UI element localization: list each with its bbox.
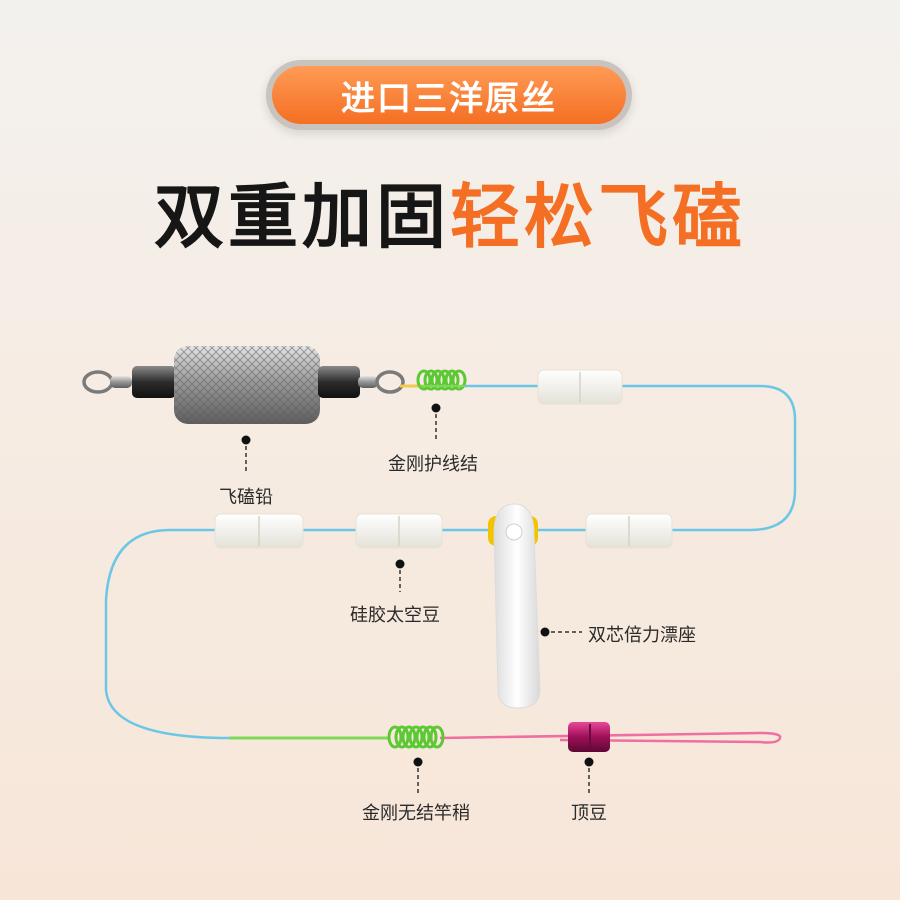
headline: 双重加固轻松飞磕 (0, 172, 900, 262)
bead-middle-1 (214, 513, 304, 549)
label-float-seat: 双芯倍力漂座 (588, 625, 696, 646)
callout-sinker (241, 435, 251, 474)
knot-guard-top (416, 369, 467, 391)
label-sinker: 飞磕铅 (219, 487, 273, 508)
label-knotless-tip: 金刚无结竿稍 (362, 803, 470, 824)
headline-accent: 轻松飞磕 (450, 176, 746, 258)
bead-middle-2 (355, 513, 443, 549)
callout-float-seat (540, 627, 582, 637)
top-bead (568, 722, 610, 752)
callout-knot-guard (431, 403, 441, 440)
swivel-right (318, 366, 425, 398)
knot-guard-bottom (387, 725, 445, 749)
callout-top-bead (584, 757, 594, 794)
label-top-bead: 顶豆 (571, 803, 607, 824)
title-badge: 进口三洋原丝 (266, 60, 632, 130)
bead-top (537, 369, 623, 405)
label-silicone-beads: 硅胶太空豆 (350, 605, 440, 626)
bead-middle-3 (585, 513, 673, 549)
main-line (104, 384, 797, 740)
swivel-left (82, 366, 176, 398)
pink-line (439, 731, 782, 744)
sinker (174, 346, 320, 424)
callout-silicone-beads (395, 559, 405, 592)
callout-knotless-tip (413, 757, 423, 794)
float-seat (488, 503, 541, 709)
badge-text: 进口三洋原丝 (272, 66, 626, 124)
label-knot-guard: 金刚护线结 (388, 454, 478, 475)
headline-dark: 双重加固 (154, 176, 450, 258)
